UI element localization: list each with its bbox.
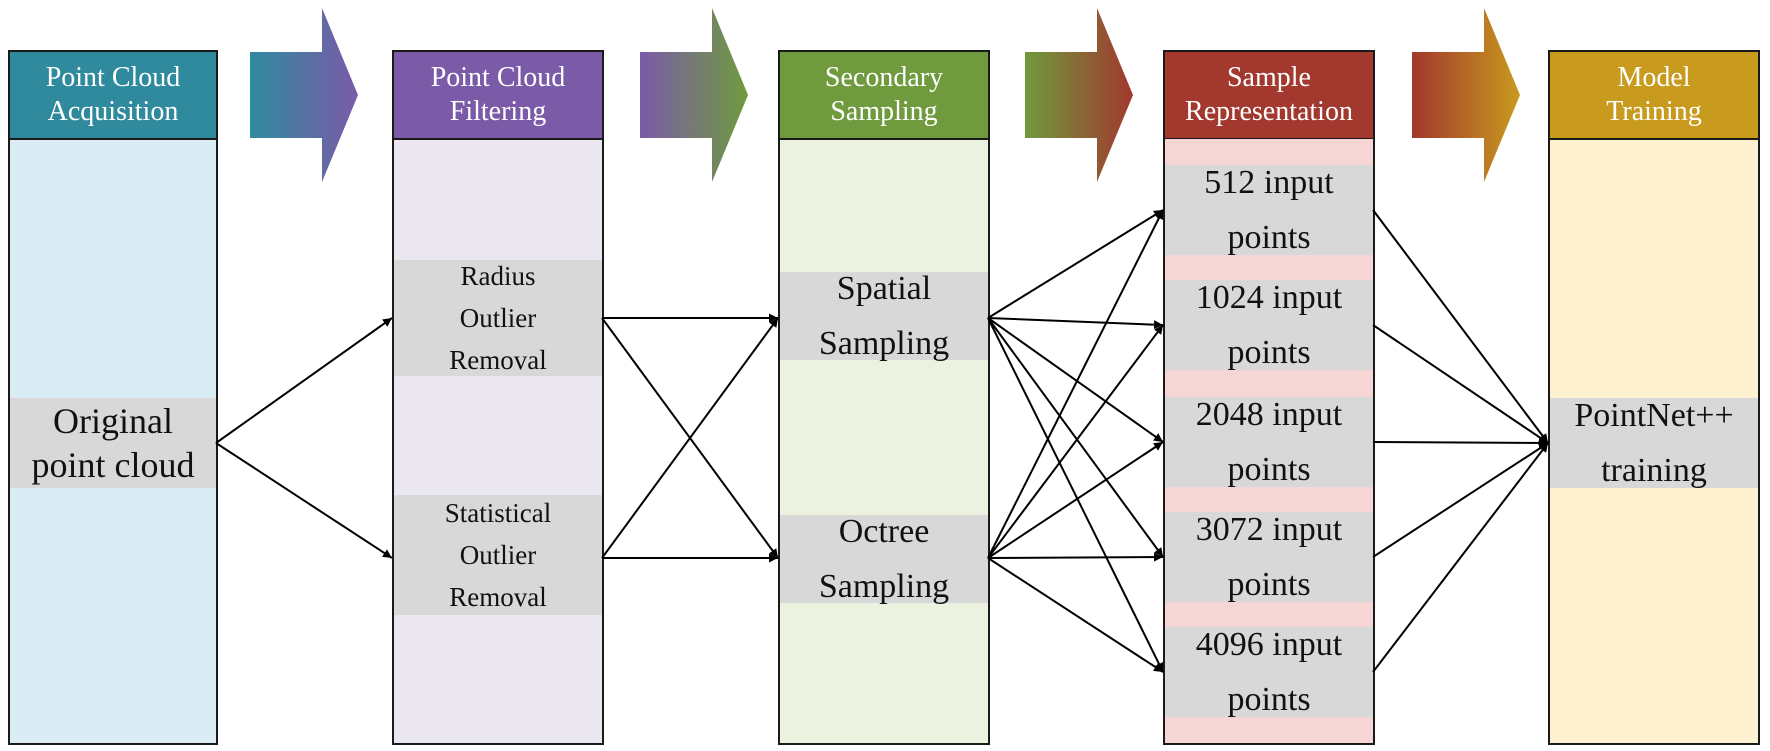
original-point-cloud-node: Original point cloud [10,398,216,488]
stage-filtering-column: Point Cloud Filtering [392,50,604,745]
stage-training-column: Model Training [1548,50,1760,745]
edge-1024-pointnet [1372,324,1549,444]
stage-acquisition-header: Point Cloud Acquisition [10,52,216,140]
edge-spatial-4096 [987,317,1164,673]
points-4096-node: 4096 input points [1165,626,1373,718]
edge-spatial-512 [987,209,1164,319]
edge-512-pointnet [1372,209,1549,444]
edge-4096-pointnet [1372,442,1549,673]
edge-statistical-spatial [601,317,779,559]
octree-sampling-node: Octree Sampling [780,513,988,605]
points-2048-node: 2048 input points [1165,396,1373,488]
stage-arrow-1 [250,8,358,182]
edge-spatial-2048 [987,317,1164,443]
edge-octree-3072 [987,552,1164,562]
stage-sampling-header: Secondary Sampling [780,52,988,140]
edge-original-radius [215,317,393,444]
points-3072-node: 3072 input points [1165,511,1373,603]
edge-2048-pointnet [1372,438,1549,448]
stage-representation-header: Sample Representation [1165,52,1373,140]
stage-acquisition-column: Point Cloud Acquisition [8,50,218,745]
edge-spatial-1024 [987,317,1164,330]
edge-octree-1024 [987,324,1164,559]
radius-outlier-removal-node: Radius Outlier Removal [394,260,602,376]
stage-training-header: Model Training [1550,52,1758,140]
edge-octree-4096 [987,557,1164,673]
edge-3072-pointnet [1372,442,1549,558]
edge-octree-2048 [987,441,1164,559]
stage-arrow-3 [1025,8,1133,182]
points-1024-node: 1024 input points [1165,279,1373,371]
points-512-node: 512 input points [1165,164,1373,256]
stage-arrow-4 [1412,8,1520,182]
stage-arrow-2 [640,8,748,182]
pointnet-training-node: PointNet++ training [1550,397,1758,489]
spatial-sampling-node: Spatial Sampling [780,270,988,362]
statistical-outlier-removal-node: Statistical Outlier Removal [394,495,602,615]
stage-sampling-column: Secondary Sampling [778,50,990,745]
edge-spatial-3072 [987,317,1164,558]
edge-original-statistical [215,442,393,559]
edge-octree-512 [987,209,1164,559]
stage-filtering-header: Point Cloud Filtering [394,52,602,140]
